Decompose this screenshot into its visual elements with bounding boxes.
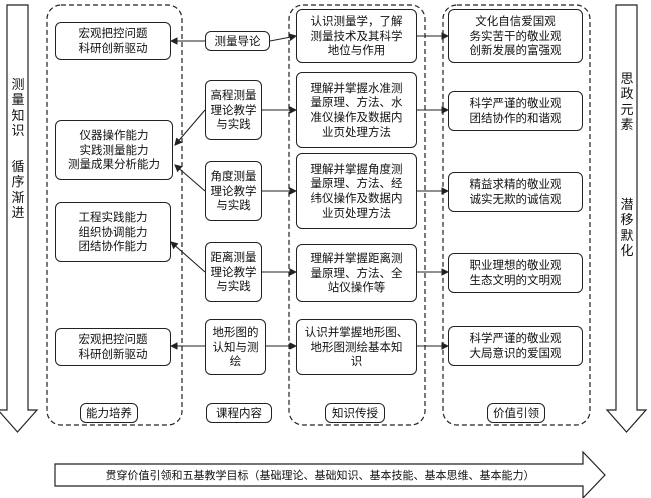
- right-down-arrow: [605, 4, 648, 433]
- knowledge-box-1: 认识测量学，了解 测量技术及其科学 地位与作用: [296, 9, 417, 63]
- knowledge-column-label: 知识传授: [325, 403, 385, 423]
- course-column-label: 课程内容: [206, 403, 272, 423]
- value-column-frame: [442, 4, 591, 426]
- right-arrow-top-text: 思政元素: [620, 72, 634, 133]
- value-box-4: 职业理想的敬业观 生态文明的文明观: [448, 253, 583, 293]
- left-arrow-top-text: 测量知识: [11, 78, 25, 139]
- ability-box-2: 仪器操作能力 实践测量能力 测量成果分析能力: [55, 120, 173, 180]
- arrow-course-4-to-ability-3: [170, 241, 206, 273]
- bottom-right-arrow: [54, 450, 606, 498]
- knowledge-box-4: 理解并掌握距离测 量原理、方法、全 站仪操作等: [296, 244, 417, 302]
- arrow-course-1-to-knowledge-1: [269, 33, 298, 42]
- value-box-1: 文化自信爱国观 务实苦干的敬业观 创新发展的富强观: [448, 9, 583, 63]
- arrow-course-3-to-ability-2: [174, 164, 206, 192]
- value-box-2: 科学严谨的敬业观 团结协作的和谐观: [448, 91, 583, 131]
- ability-column-frame: [46, 4, 183, 426]
- course-box-5: 地形图的 认知与测 绘: [205, 319, 266, 375]
- course-box-4: 距离测量 理论教学 与实践: [205, 242, 262, 302]
- knowledge-box-5: 认识并掌握地形图、 地形图测绘基本知 识: [296, 319, 417, 375]
- ability-box-1: 宏观把控问题 科研创新驱动: [55, 22, 171, 60]
- knowledge-box-3: 理解并掌握角度测 量原理、方法、经 纬仪操作及数据内 业页处理方法: [296, 153, 417, 229]
- arrow-course-2-to-ability-2: [174, 109, 206, 146]
- course-box-1: 测量导论: [205, 31, 270, 51]
- bottom-arrow-caption: 贯穿价值引领和五基教学目标（基础理论、基础知识、基本技能、基本思维、基本能力）: [105, 469, 535, 482]
- value-box-5: 科学严谨的敬业观 大局意识的爱国观: [448, 326, 583, 366]
- value-box-3: 精益求精的敬业观 诚实无欺的诚信观: [448, 172, 583, 212]
- knowledge-box-2: 理解并掌握水准测 量原理、方法、水 准仪操作及数据内 业页处理方法: [296, 72, 417, 148]
- left-down-arrow: [0, 4, 39, 433]
- ability-box-4: 宏观把控问题 科研创新驱动: [55, 328, 171, 366]
- course-box-2: 高程测量 理论教学 与实践: [205, 80, 262, 140]
- ability-box-3: 工程实践能力 组织协调能力 团结协作能力: [55, 202, 171, 262]
- left-arrow-bottom-text: 循序渐进: [11, 160, 25, 221]
- course-box-3: 角度测量 理论教学 与实践: [205, 161, 262, 221]
- value-column-label: 价值引领: [487, 403, 545, 423]
- right-arrow-bottom-text: 潜移默化: [620, 198, 634, 259]
- ability-column-label: 能力培养: [80, 403, 138, 423]
